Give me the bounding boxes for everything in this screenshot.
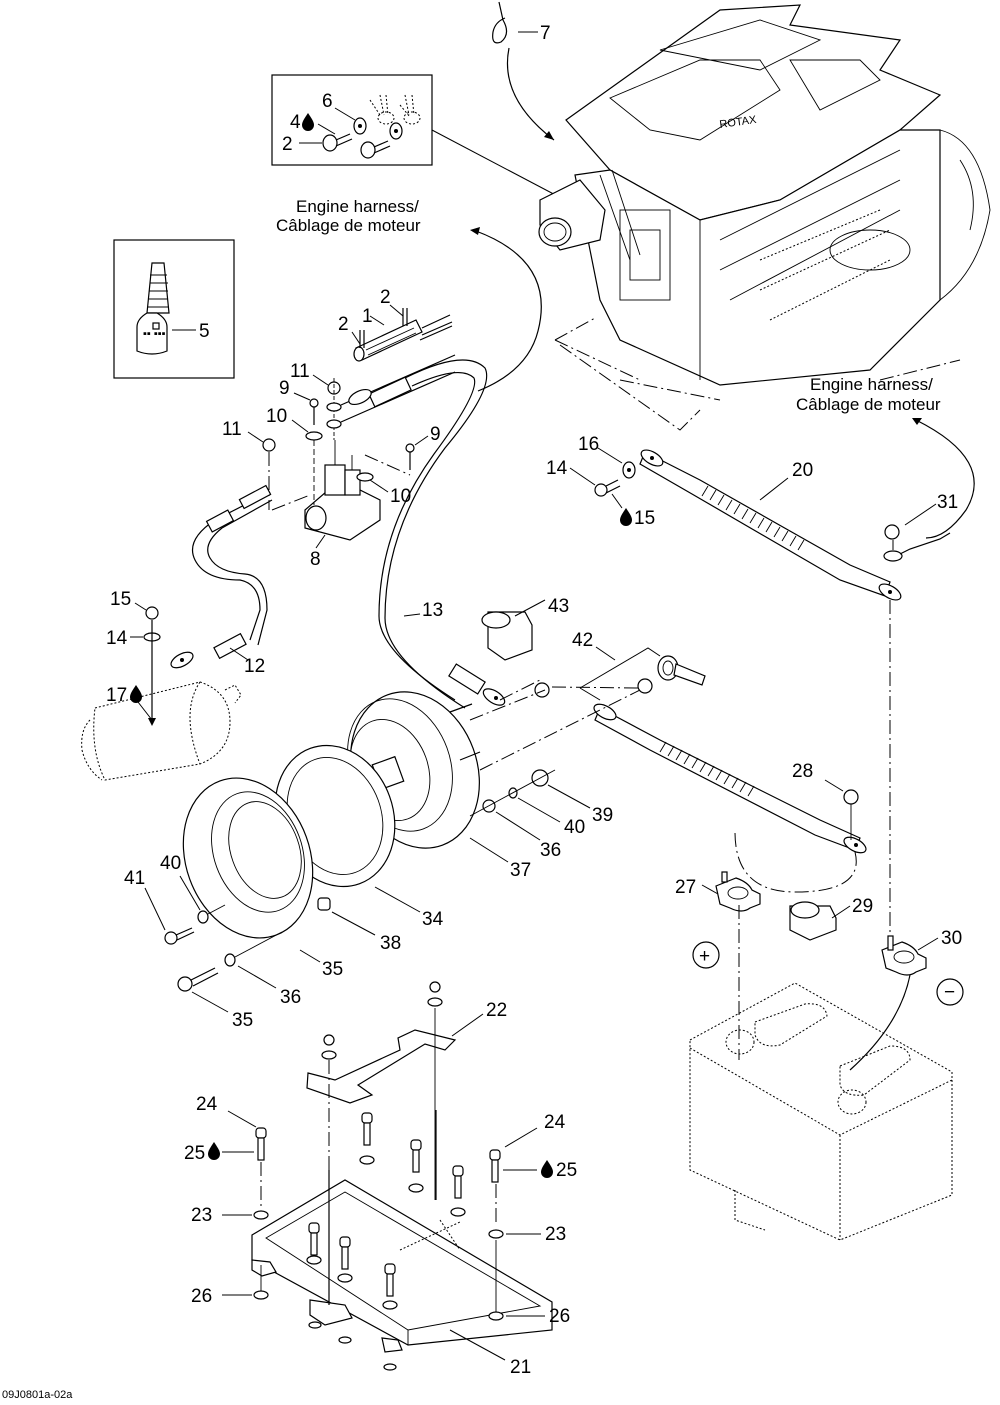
svg-text:Câblage de moteur: Câblage de moteur bbox=[796, 395, 941, 414]
callout-26: 26 bbox=[191, 1286, 212, 1307]
svg-text:Engine harness/: Engine harness/ bbox=[810, 375, 933, 394]
callout-43: 43 bbox=[548, 596, 569, 617]
callout-41: 40 bbox=[160, 853, 181, 874]
callout-20: 20 bbox=[792, 460, 813, 481]
washer-icon bbox=[353, 117, 403, 140]
thread-locker-icon bbox=[130, 685, 142, 703]
sealant-bottle-inset: ▪▪ ▪▪▪ 5 bbox=[113, 239, 235, 379]
cap-screw-icon bbox=[255, 1127, 267, 1161]
callout-8: 8 bbox=[310, 549, 321, 570]
callout-29: 29 bbox=[852, 896, 873, 917]
hardware-inset: 2 4 6 bbox=[271, 74, 566, 201]
callout-28: 28 bbox=[792, 761, 813, 782]
callout-12: 12 bbox=[244, 656, 265, 677]
callout-11: 11 bbox=[290, 361, 310, 382]
starter-motor: 17 bbox=[81, 681, 242, 781]
callout-10: 10 bbox=[266, 406, 287, 427]
cable-13: 13 bbox=[348, 359, 541, 709]
callout-40: 41 bbox=[124, 868, 145, 889]
tie-strap-icon bbox=[492, 1, 508, 44]
svg-text:Câblage de moteur: Câblage de moteur bbox=[276, 216, 421, 235]
battery bbox=[689, 982, 953, 1241]
callout-37: 38 bbox=[380, 933, 401, 954]
callout-16: 16 bbox=[578, 434, 599, 455]
callout-2: 2 bbox=[380, 287, 391, 308]
engine-harness-note-1: Engine harness/ Câblage de moteur bbox=[276, 197, 542, 392]
terminal-boot-43: 43 bbox=[481, 596, 569, 661]
callout-33: 37 bbox=[510, 860, 531, 881]
positive-terminal-mark: + bbox=[699, 946, 710, 967]
callout-4: 4 bbox=[290, 112, 301, 133]
callout-11: 11 bbox=[222, 419, 242, 440]
cable-12: 12 15 14 bbox=[106, 484, 273, 726]
callout-5: 5 bbox=[199, 321, 210, 342]
engine-harness-note-2: Engine harness/ Câblage de moteur bbox=[796, 375, 975, 539]
callout-2: 2 bbox=[338, 314, 349, 335]
callout-24: 24 bbox=[544, 1112, 566, 1133]
callout-22: 22 bbox=[486, 1000, 507, 1021]
callout-32: 34 bbox=[422, 909, 444, 930]
callout-21: 21 bbox=[510, 1357, 531, 1378]
callout-25: 25 bbox=[184, 1143, 205, 1164]
engine-brand-mark: ROTAX bbox=[719, 114, 758, 131]
callout-42: 42 bbox=[572, 630, 593, 651]
callout-36: 36 bbox=[280, 987, 301, 1008]
callout-39: 40 bbox=[564, 817, 585, 838]
cable-20: 14 15 16 20 bbox=[546, 434, 902, 940]
callout-17: 14 bbox=[106, 628, 128, 649]
callout-27: 27 bbox=[675, 877, 696, 898]
thread-locker-icon bbox=[541, 1160, 553, 1178]
callout-9: 9 bbox=[279, 378, 290, 399]
battery-tray: 22 24 25 24 25 bbox=[184, 981, 577, 1378]
callout-25: 25 bbox=[556, 1160, 577, 1181]
callout-19: 17 bbox=[106, 685, 127, 706]
callout-31: 31 bbox=[937, 492, 958, 513]
battery-terminals: 27 + 29 30 − bbox=[675, 871, 964, 1071]
callout-24: 24 bbox=[196, 1094, 218, 1115]
svg-text:▪▪ ▪▪▪: ▪▪ ▪▪▪ bbox=[143, 328, 166, 340]
cap-screw-icon bbox=[306, 1112, 466, 1310]
callout-35: 35 bbox=[232, 1010, 253, 1031]
bolt-icon bbox=[322, 133, 353, 152]
callout-26: 26 bbox=[549, 1306, 570, 1327]
callout-38: 39 bbox=[592, 805, 613, 826]
starter-solenoid: 8 11 9 10 9 10 11 bbox=[222, 354, 456, 570]
callout-36: 36 bbox=[540, 840, 561, 861]
thread-locker-icon bbox=[302, 113, 314, 131]
mount-points-icon bbox=[369, 94, 421, 125]
thread-locker-icon bbox=[208, 1142, 220, 1160]
callout-13: 13 bbox=[422, 600, 443, 621]
cable-42: 42 28 bbox=[534, 630, 867, 893]
callout-34: 35 bbox=[322, 959, 343, 980]
svg-text:Engine harness/: Engine harness/ bbox=[296, 197, 419, 216]
fuse-holder: 2 1 2 bbox=[338, 287, 453, 362]
callout-6: 6 bbox=[322, 91, 333, 112]
thread-locker-icon bbox=[620, 508, 632, 526]
bottle-icon: ▪▪ ▪▪▪ bbox=[136, 262, 170, 355]
callout-1: 1 bbox=[362, 306, 373, 327]
callout-7: 7 bbox=[540, 23, 551, 44]
callout-30: 30 bbox=[941, 928, 962, 949]
bolt-icon bbox=[360, 140, 391, 159]
engine-assembly: 7 ROTAX bbox=[492, 1, 991, 431]
callout-14: 14 bbox=[546, 458, 568, 479]
callout-23: 23 bbox=[191, 1205, 212, 1226]
nut-31: 31 bbox=[883, 492, 958, 562]
callout-9: 9 bbox=[430, 424, 441, 445]
starter-cover-group: 37 36 40 39 34 38 35 41 bbox=[124, 689, 641, 1031]
figure-reference: 09J0801a-02a bbox=[2, 1389, 73, 1401]
negative-terminal-mark: − bbox=[944, 982, 955, 1003]
callout-3: 2 bbox=[282, 134, 293, 155]
callout-18: 15 bbox=[110, 589, 131, 610]
cap-screw-icon bbox=[489, 1149, 501, 1183]
callout-15: 15 bbox=[634, 508, 655, 529]
callout-23: 23 bbox=[545, 1224, 566, 1245]
